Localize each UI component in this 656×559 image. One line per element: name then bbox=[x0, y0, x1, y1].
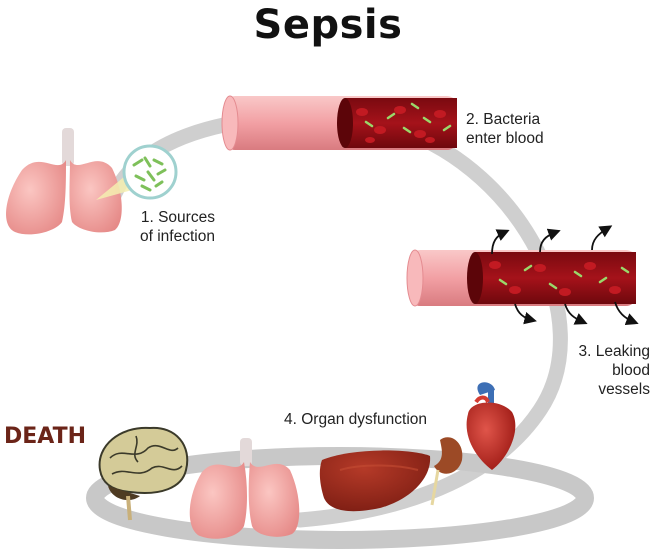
lungs-organ-icon bbox=[189, 438, 300, 539]
blood-vessel-1 bbox=[221, 95, 457, 151]
step-3-line-1: 3. Leaking bbox=[578, 343, 650, 360]
step-3-line-3: vessels bbox=[598, 381, 650, 398]
step-2-line-2: enter blood bbox=[466, 130, 544, 147]
step-3-label: 3. Leaking blood vessels bbox=[560, 342, 650, 399]
leak-arrow-up-3 bbox=[591, 225, 613, 251]
diagram-title: Sepsis bbox=[253, 2, 403, 48]
heart-icon bbox=[466, 382, 516, 470]
step-1-line-1: 1. Sources bbox=[140, 209, 215, 226]
blood-vessel-2 bbox=[406, 225, 639, 326]
step-1-label: 1. Sources of infection bbox=[140, 208, 215, 246]
death-label: DEATH bbox=[4, 424, 87, 449]
step-2-label: 2. Bacteria enter blood bbox=[466, 110, 544, 148]
brain-icon bbox=[98, 426, 189, 521]
step-3-line-2: blood bbox=[612, 362, 650, 379]
leak-arrow-down-2 bbox=[564, 303, 588, 325]
liver-icon bbox=[319, 450, 431, 512]
lungs-icon bbox=[6, 128, 132, 235]
step-4-label: 4. Organ dysfunction bbox=[284, 410, 427, 429]
bacteria-magnifier-icon bbox=[122, 144, 178, 200]
step-4-line-1: 4. Organ dysfunction bbox=[284, 411, 428, 428]
process-arc bbox=[102, 109, 568, 528]
step-1-line-2: of infection bbox=[140, 228, 215, 245]
leak-arrow-down-3 bbox=[614, 301, 639, 326]
leak-arrow-up-1 bbox=[491, 229, 510, 255]
leak-arrow-up-2 bbox=[539, 228, 561, 253]
step-2-line-1: 2. Bacteria bbox=[466, 111, 541, 128]
leak-arrow-down-1 bbox=[514, 303, 537, 325]
kidney-icon bbox=[430, 437, 463, 506]
